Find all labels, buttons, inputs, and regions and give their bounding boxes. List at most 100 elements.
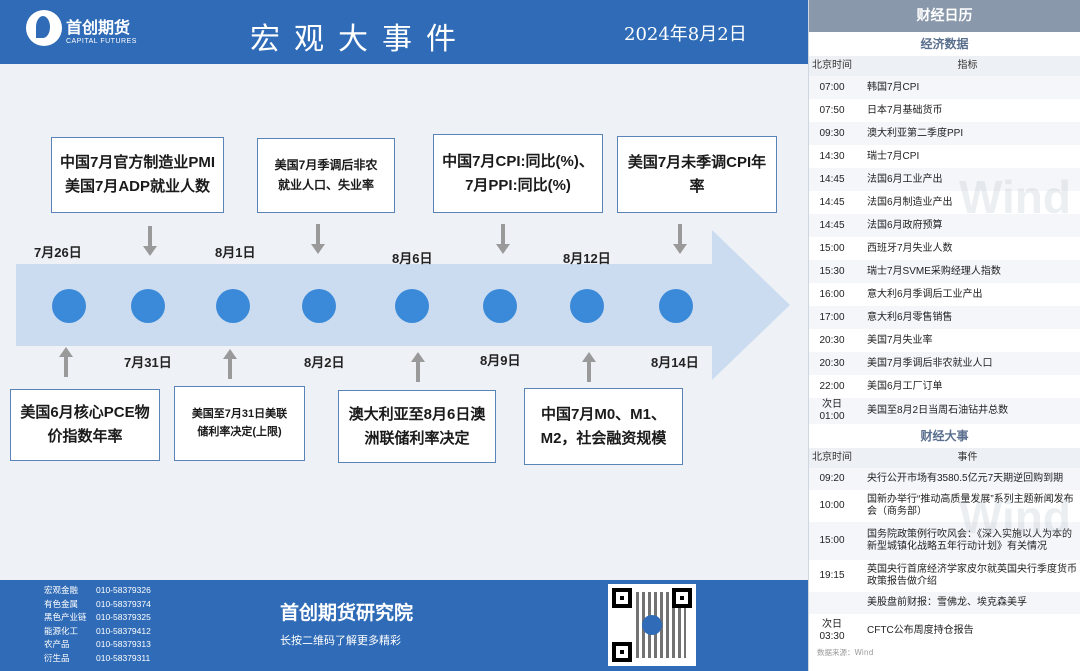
row-name: 美国至8月2日当周石油钻井总数 bbox=[867, 405, 1009, 416]
row-name: 国务院政策例行吹风会：《深入实施以人为本的新型城镇化战略五年行动计划》有关情况 bbox=[867, 529, 1072, 552]
row-time: 09:30 bbox=[819, 127, 845, 139]
row-name: 瑞士7月CPI bbox=[867, 150, 920, 162]
row-time: 19:15 bbox=[819, 570, 845, 581]
calendar-header: 财经日历 bbox=[809, 0, 1080, 32]
timeline-dot bbox=[216, 289, 250, 323]
event-box-us-cpi: 美国7月未季调CPI年 率 bbox=[617, 136, 777, 213]
row-time: 07:00 bbox=[819, 81, 845, 93]
econ-table-header: 北京时间 指标 bbox=[809, 56, 1080, 76]
event-box-fed-rate: 美国至7月31日美联 储利率决定(上限) bbox=[174, 386, 305, 461]
row-time: 09:20 bbox=[819, 473, 845, 484]
row-time: 14:45 bbox=[819, 219, 845, 231]
arrow-up-icon bbox=[582, 352, 596, 382]
logo-subtext: CAPITAL FUTURES bbox=[66, 38, 137, 45]
row-time: 15:00 bbox=[819, 242, 845, 254]
table-row: 15:00 国务院政策例行吹风会：《深入实施以人为本的新型城镇化战略五年行动计划》… bbox=[809, 522, 1080, 560]
row-name: 澳大利亚第二季度PPI bbox=[867, 127, 964, 139]
event-box-pce: 美国6月核心PCE物 价指数年率 bbox=[10, 389, 160, 461]
company-logo-icon bbox=[26, 10, 62, 46]
arrow-up-icon bbox=[59, 347, 73, 377]
page-title: 宏观大事件 bbox=[250, 22, 470, 57]
row-name: 法国6月工业产出 bbox=[867, 173, 943, 185]
table-row: 10:00 国新办举行“推动高质量发展”系列主题新闻发布会（商务部） bbox=[809, 490, 1080, 522]
timeline-area: 中国7月官方制造业PMI 美国7月ADP就业人数 美国7月季调后非农 就业人口、… bbox=[0, 64, 808, 580]
timeline-dot bbox=[659, 289, 693, 323]
arrow-up-icon bbox=[411, 352, 425, 382]
table-row: 19:15 英国央行首席经济学家皮尔就英国央行季度货币政策报告做介绍 bbox=[809, 560, 1080, 592]
footer-subtitle: 长按二维码了解更多精彩 bbox=[280, 634, 401, 647]
contact-dept: 衍生品 bbox=[44, 652, 70, 663]
table-row: 20:30 美国7月失业率 bbox=[809, 329, 1080, 352]
date-label: 7月31日 bbox=[124, 355, 172, 370]
date-label: 8月9日 bbox=[480, 353, 521, 368]
table-row: 07:00 韩国7月CPI bbox=[809, 76, 1080, 99]
row-time: 10:00 bbox=[819, 500, 845, 511]
row-name: 法国6月政府预算 bbox=[867, 219, 943, 231]
header-bar: 首创期货 CAPITAL FUTURES 宏观大事件 2024年8月2日 bbox=[0, 0, 808, 64]
watermark: Wind bbox=[959, 491, 1071, 543]
row-name: 韩国7月CPI bbox=[867, 81, 920, 93]
table-row: 14:45 法国6月政府预算 bbox=[809, 214, 1080, 237]
event-box-nonfarm: 美国7月季调后非农 就业人口、失业率 bbox=[257, 138, 395, 213]
row-name: 法国6月制造业产出 bbox=[867, 196, 953, 208]
row-name: 英国央行首席经济学家皮尔就英国央行季度货币政策报告做介绍 bbox=[867, 564, 1077, 587]
contact-phone: 010-58379374 bbox=[96, 598, 151, 609]
table-row: 14:45 法国6月工业产出 bbox=[809, 168, 1080, 191]
arrow-down-icon bbox=[496, 224, 510, 254]
contact-phone: 010-58379326 bbox=[96, 585, 151, 595]
row-name: CFTC公布周度持仓报告 bbox=[867, 625, 974, 636]
date-label: 8月12日 bbox=[563, 251, 611, 266]
row-name: 美国6月工厂订单 bbox=[867, 380, 943, 392]
event-box-money-supply: 中国7月M0、M1、 M2，社会融资规模 bbox=[524, 388, 683, 465]
event-box-pmi-adp: 中国7月官方制造业PMI 美国7月ADP就业人数 bbox=[51, 137, 224, 213]
row-name: 瑞士7月SVME采购经理人指数 bbox=[867, 265, 1001, 277]
row-name: 美股盘前财报：雪佛龙、埃克森美孚 bbox=[867, 597, 1027, 608]
timeline-dot bbox=[570, 289, 604, 323]
date-label: 8月2日 bbox=[304, 355, 345, 370]
row-name: 美国7月失业率 bbox=[867, 334, 933, 346]
contact-row: 宏观金融 010-58379326 bbox=[44, 584, 151, 598]
row-time: 14:45 bbox=[819, 173, 845, 185]
row-time: 15:30 bbox=[819, 265, 845, 277]
row-time: 20:30 bbox=[819, 334, 845, 346]
timeline-dot bbox=[483, 289, 517, 323]
row-name: 国新办举行“推动高质量发展”系列主题新闻发布会（商务部） bbox=[867, 494, 1074, 517]
contact-dept: 宏观金融 bbox=[44, 585, 79, 595]
page-date: 2024年8月2日 bbox=[624, 24, 747, 45]
row-time: 07:50 bbox=[819, 104, 845, 116]
events-table-header: 北京时间 事件 bbox=[809, 448, 1080, 468]
col-event: 事件 bbox=[957, 452, 978, 463]
date-label: 8月6日 bbox=[392, 251, 433, 266]
table-row: 15:30 瑞士7月SVME采购经理人指数 bbox=[809, 260, 1080, 283]
logo-text: 首创期货 bbox=[66, 20, 131, 37]
contact-phone: 010-58379311 bbox=[96, 652, 151, 663]
date-label: 8月1日 bbox=[215, 245, 256, 260]
table-row: 14:30 瑞士7月CPI bbox=[809, 145, 1080, 168]
row-time: 次日 03:30 bbox=[819, 619, 845, 642]
row-name: 意大利6月季调后工业产出 bbox=[867, 288, 983, 300]
row-time: 16:00 bbox=[819, 288, 845, 300]
arrow-down-icon bbox=[311, 224, 325, 254]
contact-dept: 能源化工 bbox=[44, 625, 79, 636]
watermark: Wind bbox=[959, 171, 1071, 223]
row-name: 意大利6月零售销售 bbox=[867, 311, 953, 323]
row-time: 22:00 bbox=[819, 380, 845, 392]
row-time: 15:00 bbox=[819, 535, 845, 546]
row-time: 次日 01:00 bbox=[819, 399, 845, 422]
qr-code-icon[interactable] bbox=[608, 584, 696, 666]
date-label: 7月26日 bbox=[34, 245, 82, 260]
row-time: 14:30 bbox=[819, 150, 845, 162]
date-label: 8月14日 bbox=[651, 355, 699, 370]
col-time: 北京时间 bbox=[812, 452, 852, 463]
row-time: 20:30 bbox=[819, 357, 845, 369]
col-time: 北京时间 bbox=[812, 60, 852, 71]
